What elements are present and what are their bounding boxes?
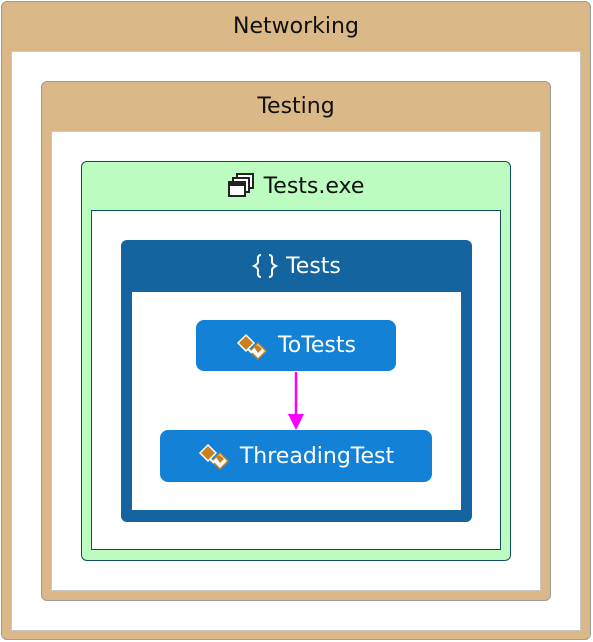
group-title-namespace: Tests: [121, 240, 472, 292]
namespace-braces-icon: [252, 253, 279, 279]
node-totests[interactable]: ToTests: [196, 320, 396, 371]
assembly-icon: [227, 173, 256, 199]
node-label-threadingtest: ThreadingTest: [239, 443, 395, 469]
group-label-namespace: Tests: [286, 253, 341, 279]
class-icon: [236, 331, 270, 361]
node-threadingtest[interactable]: ThreadingTest: [160, 430, 432, 482]
group-title-assembly: Tests.exe: [82, 162, 510, 210]
node-label-totests: ToTests: [278, 333, 356, 358]
group-label-networking: Networking: [233, 13, 359, 39]
class-icon: [198, 441, 232, 471]
group-label-testing: Testing: [257, 93, 335, 119]
group-title-networking: Networking: [2, 2, 590, 50]
group-label-assembly: Tests.exe: [263, 173, 365, 199]
group-title-testing: Testing: [42, 82, 550, 130]
